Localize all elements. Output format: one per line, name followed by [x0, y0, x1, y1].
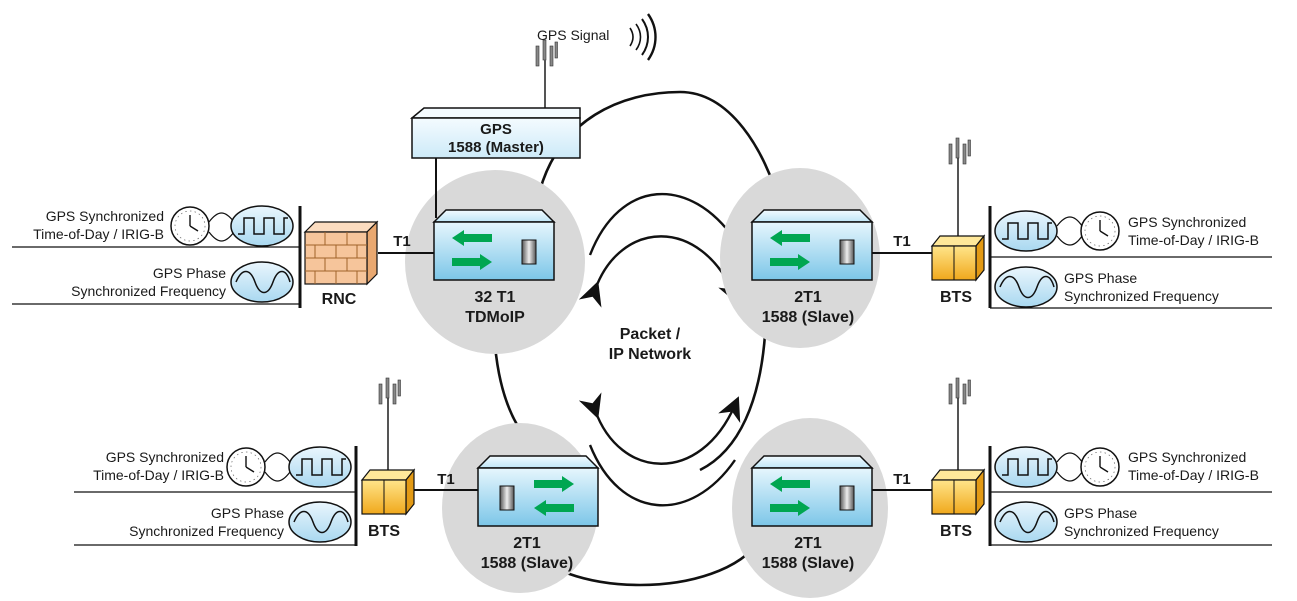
bts-icon — [931, 235, 985, 281]
square-wave-icon — [994, 210, 1058, 252]
sine-wave-icon — [994, 266, 1058, 308]
bottom-left-bts-label: BTS — [368, 523, 400, 540]
square-wave-icon — [994, 446, 1058, 488]
network-label-line1: Packet / — [620, 326, 681, 343]
bottom-right-freq-line1: GPS Phase — [1064, 505, 1137, 521]
gateway-top-right-line2: 1588 (Slave) — [762, 309, 855, 326]
top-right-freq-line1: GPS Phase — [1064, 270, 1137, 286]
clock-icon — [1080, 447, 1120, 487]
rnc-freq-line1: GPS Phase — [153, 265, 226, 281]
bts-site-bottom-left: T1 BTS GPS Synchronized Time-of-Day / IR… — [74, 377, 478, 546]
gateway-bottom-right — [751, 455, 873, 527]
bottom-right-tod-line2: Time-of-Day / IRIG-B — [1128, 467, 1259, 483]
rnc-tod-line1: GPS Synchronized — [46, 208, 164, 224]
top-right-tod-line2: Time-of-Day / IRIG-B — [1128, 232, 1259, 248]
sine-wave-icon — [994, 501, 1058, 543]
gateway-bottom-right-line1: 2T1 — [794, 535, 822, 552]
bts-site-bottom-right: T1 BTS GPS Synchronized Time-of-Day / IR… — [872, 377, 1272, 546]
rnc-tod-line2: Time-of-Day / IRIG-B — [33, 226, 164, 242]
gateway-top-right-line1: 2T1 — [794, 289, 822, 306]
bottom-left-tod-line2: Time-of-Day / IRIG-B — [93, 467, 224, 483]
bottom-left-freq-line1: GPS Phase — [211, 505, 284, 521]
rnc-link-label: T1 — [393, 233, 411, 250]
clock-icon — [1080, 211, 1120, 251]
rnc-label: RNC — [322, 291, 357, 308]
top-right-tod-line1: GPS Synchronized — [1128, 214, 1246, 230]
gateway-bottom-right-line2: 1588 (Slave) — [762, 555, 855, 572]
gateway-bottom-left-line1: 2T1 — [513, 535, 541, 552]
sine-wave-icon — [230, 261, 294, 303]
square-wave-icon — [288, 446, 352, 488]
antenna-icon — [378, 377, 402, 479]
network-label-line2: IP Network — [609, 346, 692, 363]
antenna-icon — [948, 377, 972, 479]
bottom-left-link-label: T1 — [437, 471, 455, 488]
top-right-link-label: T1 — [893, 233, 911, 250]
rnc-freq-line2: Synchronized Frequency — [71, 283, 226, 299]
bottom-right-tod-line1: GPS Synchronized — [1128, 449, 1246, 465]
top-right-bts-label: BTS — [940, 289, 972, 306]
bottom-right-freq-line2: Synchronized Frequency — [1064, 523, 1219, 539]
signal-waves-icon — [629, 13, 657, 61]
bottom-left-tod-line1: GPS Synchronized — [106, 449, 224, 465]
gps-signal-label: GPS Signal — [537, 27, 609, 43]
antenna-icon — [948, 137, 972, 239]
bottom-left-freq-line2: Synchronized Frequency — [129, 523, 284, 539]
bottom-right-link-label: T1 — [893, 471, 911, 488]
bottom-right-bts-label: BTS — [940, 523, 972, 540]
gateway-main — [433, 209, 555, 281]
clock-icon — [170, 206, 210, 246]
gateway-main-line2: TDMoIP — [465, 309, 525, 326]
gateway-bottom-left-line2: 1588 (Slave) — [481, 555, 574, 572]
bts-icon — [931, 469, 985, 515]
gps-master-line1: GPS — [480, 121, 512, 138]
square-wave-icon — [230, 205, 294, 247]
rnc-site: T1 RNC GPS Synchronized Time-of-Day / IR… — [12, 205, 434, 308]
gps-signal-antenna — [535, 39, 559, 141]
gps-master-line2: 1588 (Master) — [448, 139, 544, 156]
gateway-main-line1: 32 T1 — [475, 289, 516, 306]
sine-wave-icon — [288, 501, 352, 543]
rnc-box — [303, 220, 379, 286]
gps-master-box: GPS 1588 (Master) — [409, 107, 581, 159]
bts-site-top-right: T1 BTS GPS Synchronized Time-of-Day / IR… — [872, 137, 1272, 309]
bts-icon — [361, 469, 415, 515]
clock-icon — [226, 447, 266, 487]
gateway-top-right — [751, 209, 873, 281]
top-right-freq-line2: Synchronized Frequency — [1064, 288, 1219, 304]
gateway-bottom-left — [477, 455, 599, 527]
